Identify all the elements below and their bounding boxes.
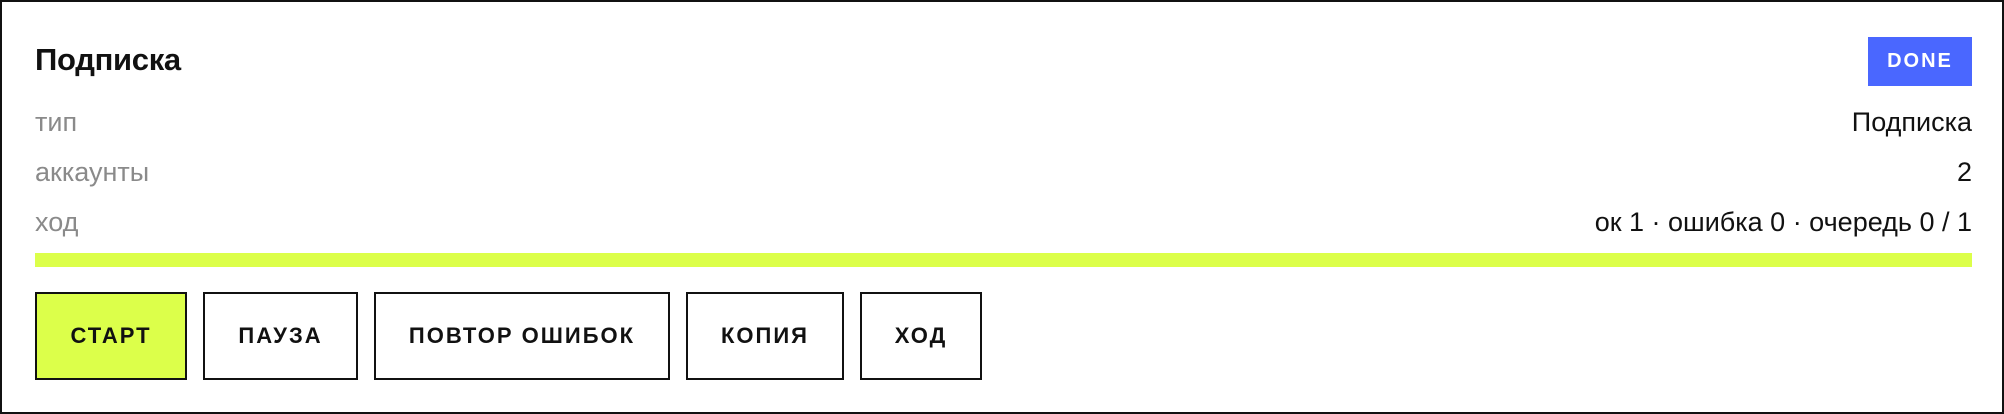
detail-label-accounts: аккаунты (35, 156, 150, 187)
copy-button[interactable]: КОПИЯ (686, 292, 844, 380)
panel-title: Подписка (35, 42, 181, 77)
detail-label-progress: ход (35, 206, 79, 237)
action-buttons: СТАРТ ПАУЗА ПОВТОР ОШИБОК КОПИЯ ХОД (35, 292, 982, 380)
detail-row-type: тип Подписка (35, 102, 1972, 142)
pause-button[interactable]: ПАУЗА (203, 292, 358, 380)
detail-value-accounts: 2 (1956, 156, 1972, 187)
progress-button[interactable]: ХОД (860, 292, 982, 380)
detail-value-progress: ок 1 · ошибка 0 · очередь 0 / 1 (1594, 206, 1972, 237)
progress-bar-fill (35, 253, 1972, 267)
done-button[interactable]: DONE (1868, 37, 1972, 86)
detail-label-type: тип (35, 106, 78, 137)
detail-value-type: Подписка (1851, 106, 1972, 137)
progress-bar (35, 253, 1972, 267)
detail-row-progress: ход ок 1 · ошибка 0 · очередь 0 / 1 (35, 202, 1972, 242)
detail-row-accounts: аккаунты 2 (35, 152, 1972, 192)
retry-errors-button[interactable]: ПОВТОР ОШИБОК (374, 292, 670, 380)
start-button[interactable]: СТАРТ (35, 292, 187, 380)
